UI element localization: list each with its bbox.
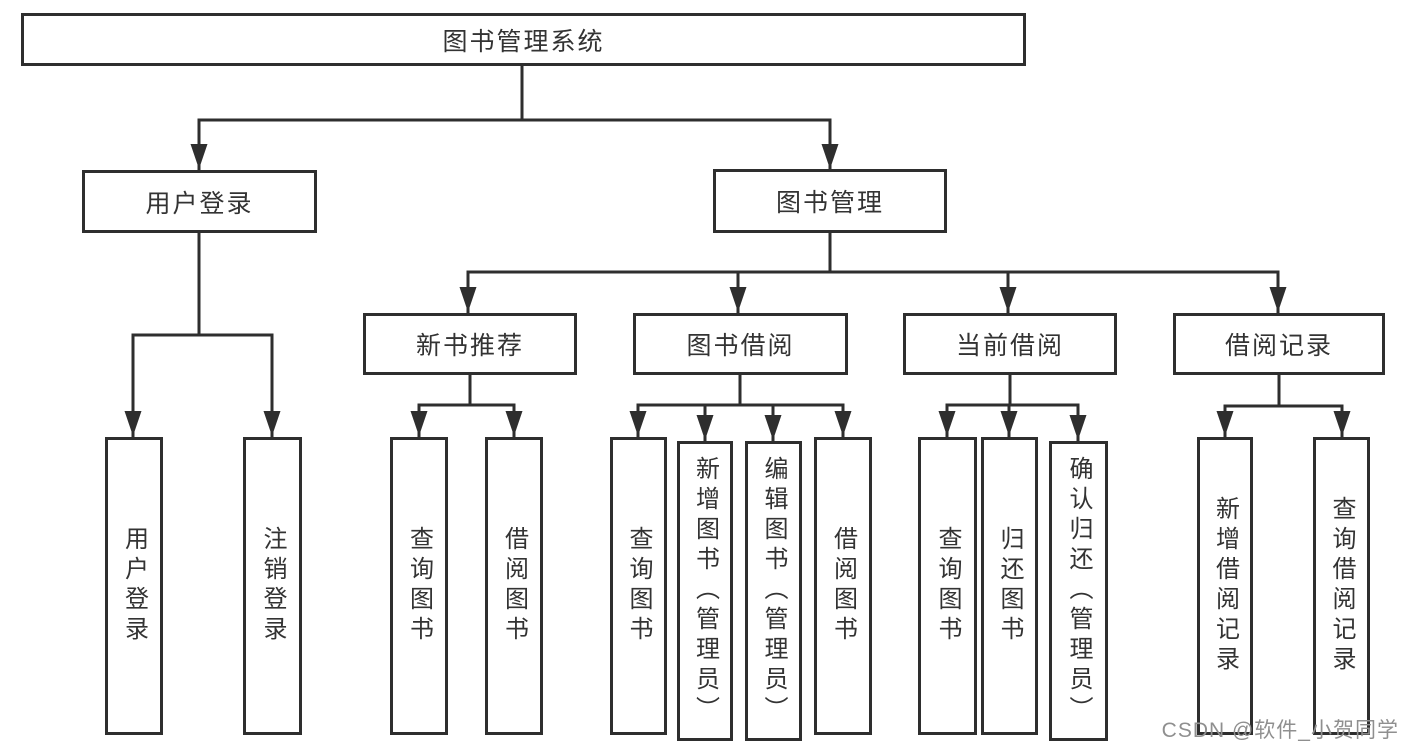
leaf-query-books-current: 查询图书	[918, 437, 977, 735]
node-book-borrow: 图书借阅	[633, 313, 848, 375]
node-user-login: 用户登录	[82, 170, 317, 233]
node-library-management-system: 图书管理系统	[21, 13, 1026, 66]
leaf-borrow-books: 借阅图书	[814, 437, 872, 735]
leaf-logout: 注销登录	[243, 437, 302, 735]
node-book-management: 图书管理	[713, 169, 947, 233]
node-new-book-recommend: 新书推荐	[363, 313, 577, 375]
leaf-query-borrow-record: 查询借阅记录	[1313, 437, 1370, 735]
leaf-user-login: 用户登录	[105, 437, 163, 735]
leaf-edit-book-admin: 编辑图书（管理员）	[745, 441, 802, 741]
leaf-query-books-borrow: 查询图书	[610, 437, 667, 735]
node-borrow-records: 借阅记录	[1173, 313, 1385, 375]
node-current-borrow: 当前借阅	[903, 313, 1117, 375]
leaf-query-books-recommend: 查询图书	[390, 437, 448, 735]
leaf-return-book: 归还图书	[981, 437, 1038, 735]
leaf-add-borrow-record: 新增借阅记录	[1197, 437, 1253, 735]
leaf-confirm-return-admin: 确认归还（管理员）	[1049, 441, 1108, 741]
leaf-borrow-books-recommend: 借阅图书	[485, 437, 543, 735]
csdn-watermark: CSDN @软件_小贺同学	[1161, 719, 1399, 742]
leaf-add-book-admin: 新增图书（管理员）	[677, 441, 733, 741]
